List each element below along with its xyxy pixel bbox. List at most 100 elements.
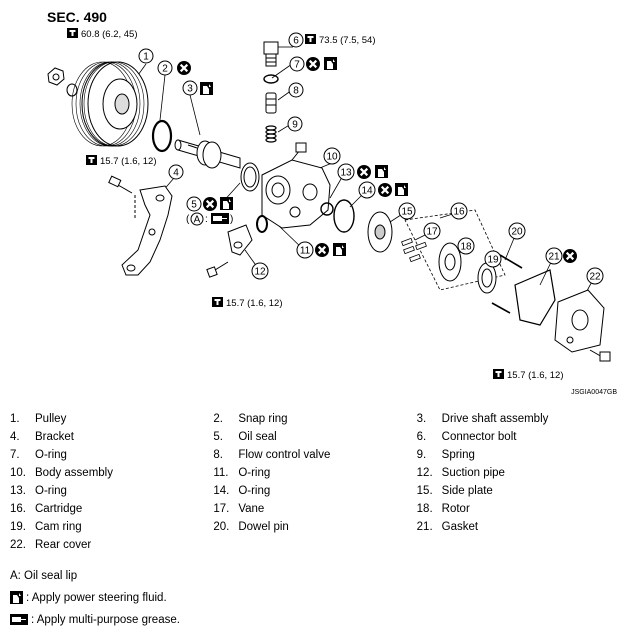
vane-part <box>401 237 427 263</box>
power-steering-fluid-icon <box>395 183 408 196</box>
body-assembly-part <box>261 142 331 229</box>
parts-row: 4.Bracket 5.Oil seal 6.Connector bolt <box>10 428 620 446</box>
callout-3: 3 <box>187 84 193 95</box>
part-name: Rotor <box>441 503 470 515</box>
oil-seal-lip-marker: ( A : ) <box>186 212 233 226</box>
parts-list: 1.Pulley 2.Snap ring 3.Drive shaft assem… <box>10 410 620 554</box>
callout-21: 21 <box>548 252 560 263</box>
spring-part <box>265 125 277 143</box>
part-name: Oil seal <box>238 431 277 443</box>
torque-3: 15.7 (1.6, 12) <box>100 156 157 167</box>
dowel-pin-part <box>491 254 523 314</box>
part-name: Gasket <box>441 521 479 533</box>
power-steering-fluid-icon <box>10 591 23 604</box>
bracket-part <box>108 175 173 276</box>
part-name: O-ring <box>238 485 271 497</box>
torque-wrench-icon <box>86 155 97 165</box>
callout-14: 14 <box>361 186 373 197</box>
power-steering-fluid-icon <box>200 82 213 95</box>
marker-a: A <box>194 215 201 226</box>
parts-row: 13.O-ring 14.O-ring 15.Side plate <box>10 482 620 500</box>
svg-text:): ) <box>230 214 233 225</box>
do-not-reuse-icon <box>304 55 322 73</box>
callout-5: 5 <box>191 200 197 211</box>
torque-1: 60.8 (6.2, 45) <box>81 29 138 40</box>
callout-18: 18 <box>460 242 472 253</box>
callout-11: 11 <box>300 246 311 257</box>
parts-row: 22.Rear cover <box>10 536 620 554</box>
part-name: Suction pipe <box>441 467 505 479</box>
part-name: Pulley <box>35 413 67 425</box>
svg-text::: : <box>205 214 208 225</box>
note-grease: : Apply multi-purpose grease. <box>10 609 180 631</box>
part-name: Vane <box>238 503 265 515</box>
do-not-reuse-icon <box>201 195 219 213</box>
callout-16: 16 <box>453 207 465 218</box>
svg-text:(: ( <box>186 214 190 225</box>
gasket-part <box>514 269 556 326</box>
pulley-part <box>47 61 149 147</box>
power-steering-fluid-icon <box>220 197 233 210</box>
part-name: Bracket <box>35 431 74 443</box>
power-steering-fluid-icon <box>324 57 337 70</box>
part-name: Body assembly <box>35 467 113 479</box>
flow-control-valve-part <box>265 92 277 114</box>
part-name: Flow control valve <box>238 449 331 461</box>
torque-5: 15.7 (1.6, 12) <box>507 370 564 381</box>
connector-bolt-part <box>263 41 279 67</box>
side-plate-part <box>367 211 393 253</box>
o-ring-14-part <box>333 199 355 233</box>
o-ring-13-part <box>320 202 334 216</box>
part-name: Spring <box>441 449 475 461</box>
part-name: Connector bolt <box>441 431 517 443</box>
section-title: SEC. 490 <box>47 9 107 25</box>
callout-6: 6 <box>293 36 299 47</box>
torque-wrench-icon <box>305 34 316 44</box>
torque-specs: 60.8 (6.2, 45) 73.5 (7.5, 54) 15.7 (1.6,… <box>67 28 564 381</box>
callout-15: 15 <box>401 207 413 218</box>
power-steering-fluid-icon <box>375 165 388 178</box>
torque-wrench-icon <box>67 28 78 38</box>
part-name: Cam ring <box>35 521 82 533</box>
part-name: Rear cover <box>35 539 92 551</box>
torque-wrench-icon <box>212 297 223 307</box>
callout-circles: 1 2 3 4 5 6 7 8 9 10 11 12 13 14 15 16 1… <box>138 32 604 285</box>
rear-cover-part <box>554 289 611 362</box>
callout-4: 4 <box>173 168 179 179</box>
part-name: O-ring <box>35 449 67 461</box>
do-not-reuse-icon <box>355 163 373 181</box>
do-not-reuse-icon <box>561 247 579 265</box>
rotor-part <box>438 242 462 282</box>
parts-row: 10.Body assembly 11.O-ring 12.Suction pi… <box>10 464 620 482</box>
callout-12: 12 <box>254 267 266 278</box>
part-name: Drive shaft assembly <box>441 413 549 425</box>
torque-wrench-icon <box>493 369 504 379</box>
legend-notes: A: Oil seal lip : Apply power steering f… <box>10 565 180 631</box>
grease-icon <box>211 213 229 224</box>
callout-17: 17 <box>426 227 438 238</box>
callout-13: 13 <box>340 168 352 179</box>
callout-1: 1 <box>143 52 149 63</box>
part-name: O-ring <box>35 485 67 497</box>
part-name: Side plate <box>441 485 493 497</box>
torque-4: 15.7 (1.6, 12) <box>226 298 283 309</box>
cam-ring-part <box>477 262 497 294</box>
callout-7: 7 <box>294 60 300 71</box>
callout-20: 20 <box>511 227 523 238</box>
suction-pipe-part <box>206 224 253 278</box>
grease-icon <box>10 614 28 625</box>
power-steering-fluid-icon <box>333 243 346 256</box>
callout-10: 10 <box>326 152 338 163</box>
part-name: Dowel pin <box>238 521 289 533</box>
parts-row: 19.Cam ring 20.Dowel pin 21.Gasket <box>10 518 620 536</box>
callout-2: 2 <box>162 64 168 75</box>
torque-2: 73.5 (7.5, 54) <box>319 35 376 46</box>
parts-row: 7.O-ring 8.Flow control valve 9.Spring <box>10 446 620 464</box>
callout-8: 8 <box>293 86 299 97</box>
parts-row: 1.Pulley 2.Snap ring 3.Drive shaft assem… <box>10 410 620 428</box>
part-name: Snap ring <box>238 413 288 425</box>
part-name: O-ring <box>238 467 271 479</box>
oil-seal-part <box>240 162 260 192</box>
do-not-reuse-icon <box>175 59 193 77</box>
